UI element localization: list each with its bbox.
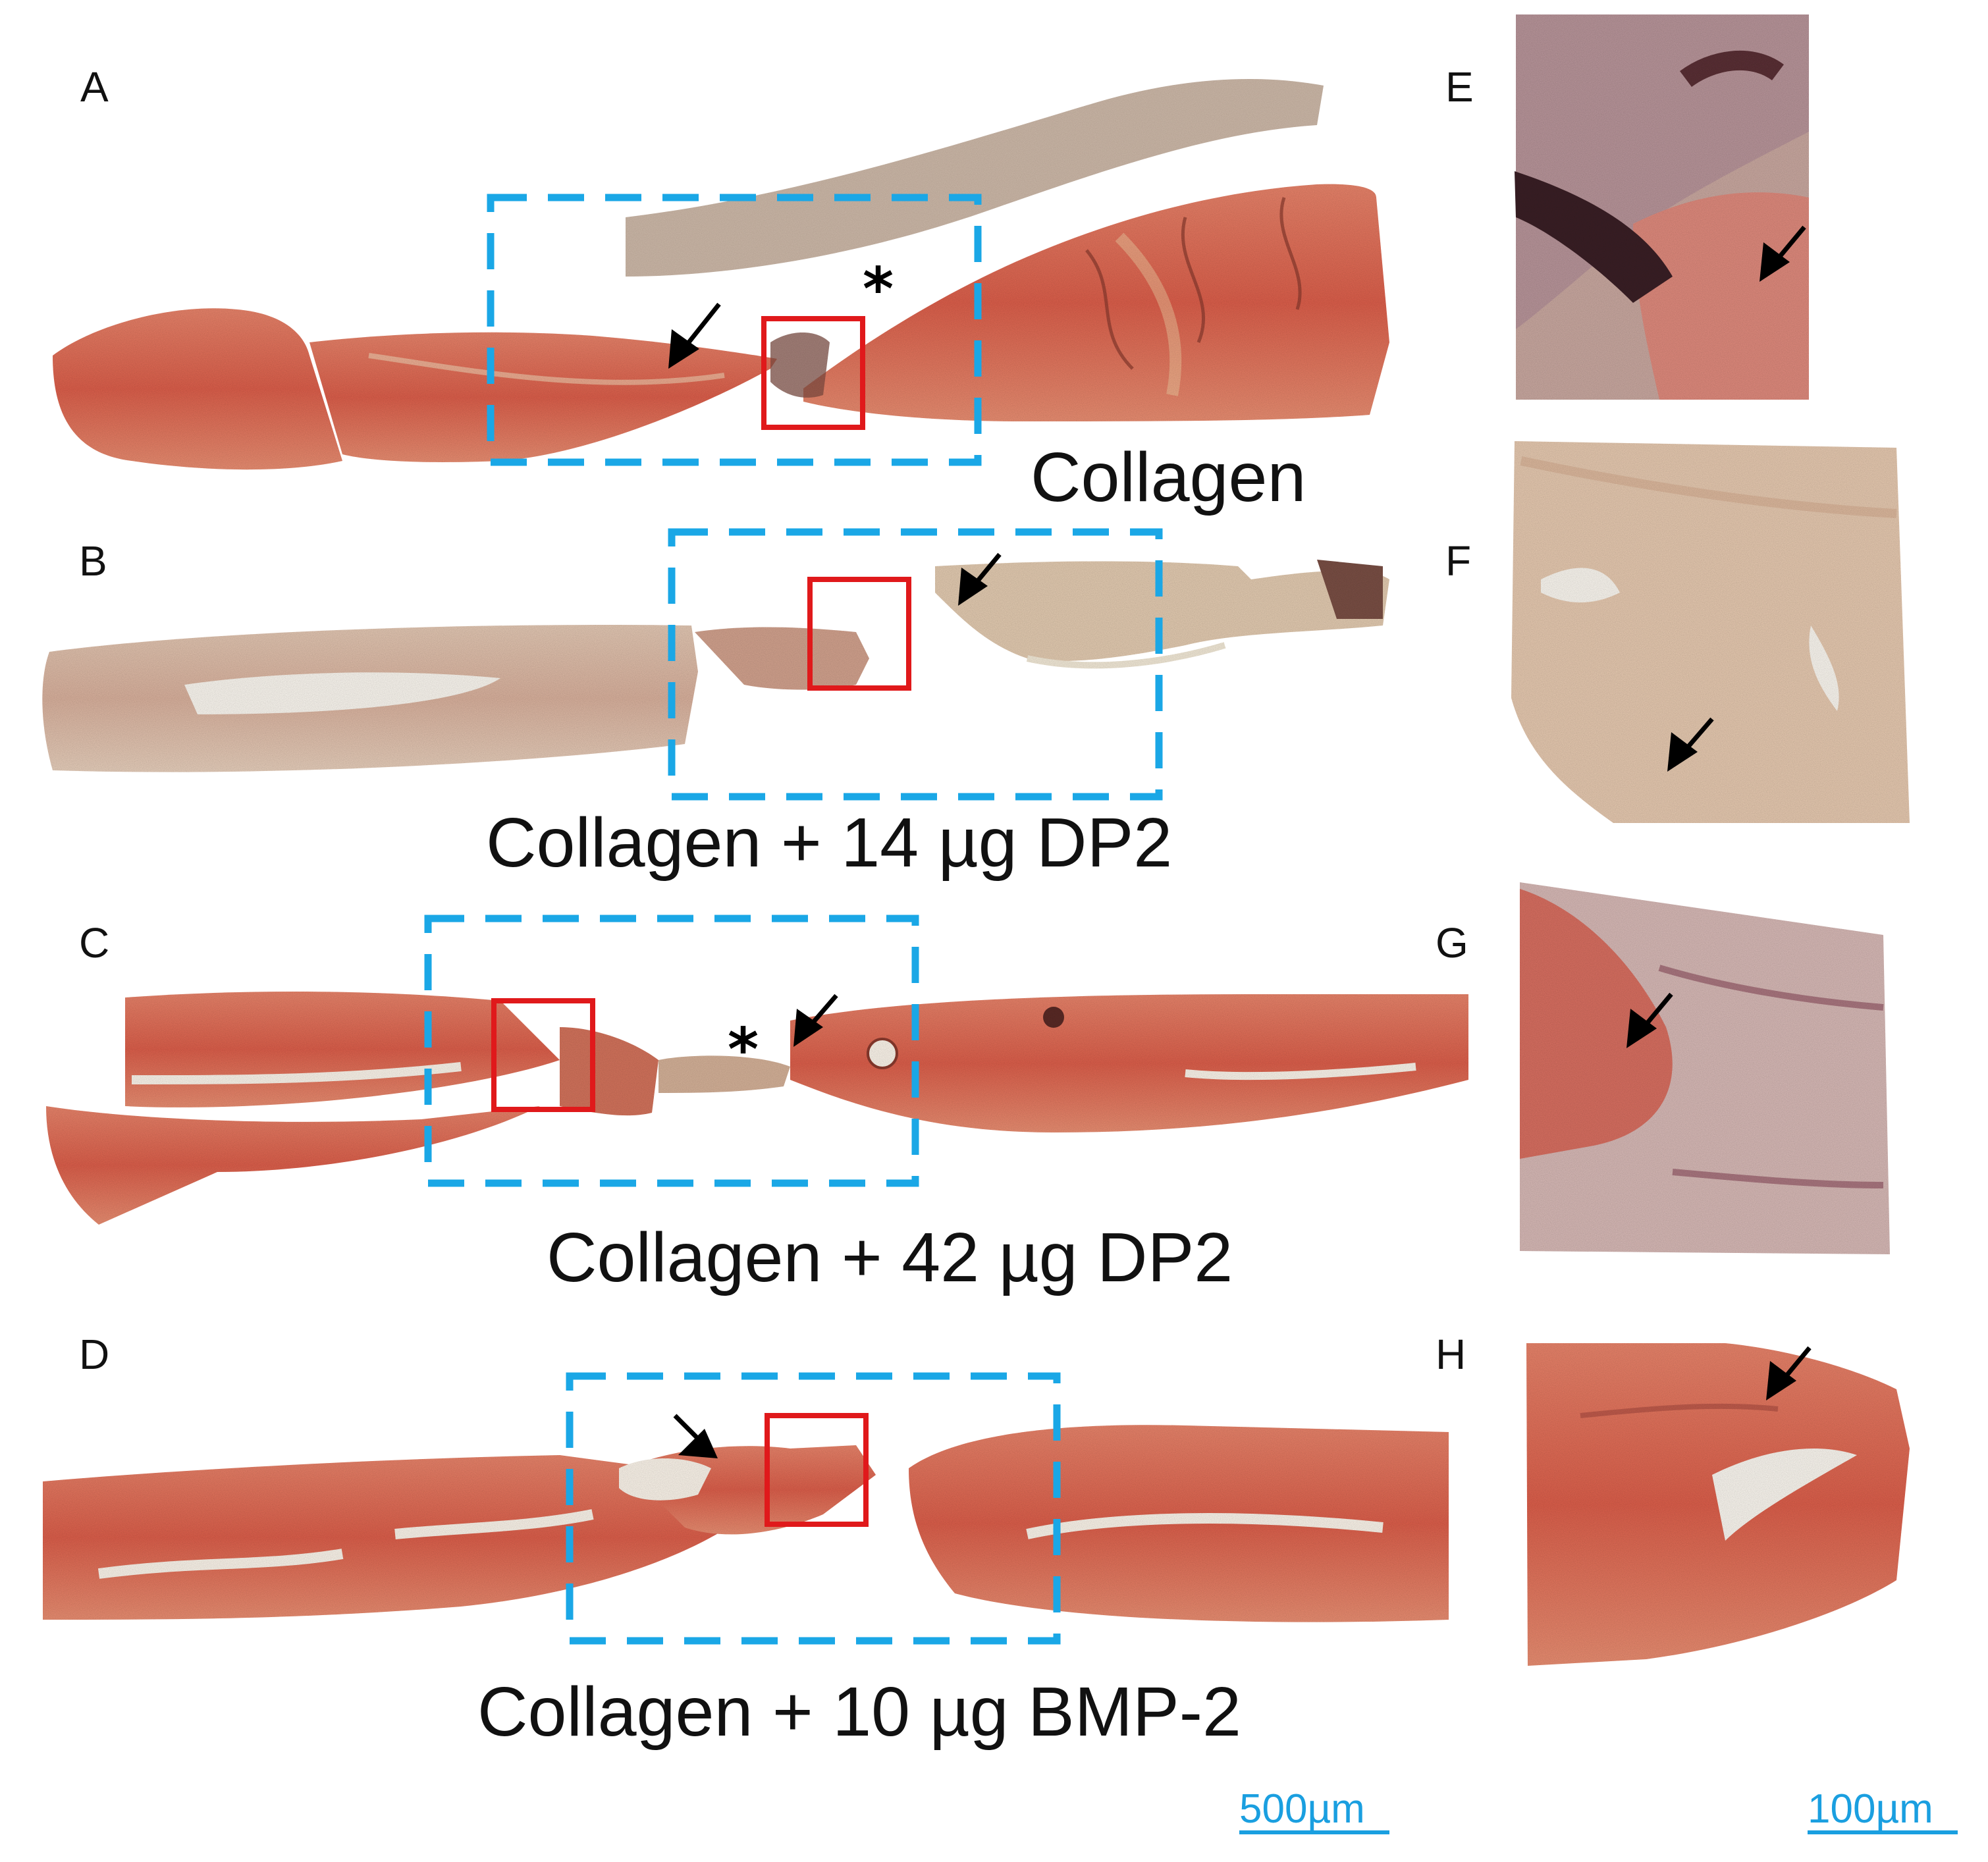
black-arrow-icon: [668, 302, 721, 369]
asterisk-marker: *: [728, 1015, 759, 1084]
scalebar-main-label: 500µm: [1239, 1786, 1365, 1832]
scalebar-inset-line: [1808, 1830, 1958, 1834]
panel-c-section: [46, 991, 1468, 1225]
panel-label-d: D: [79, 1331, 110, 1378]
panel-label-h: H: [1436, 1331, 1466, 1378]
scalebar-inset-label: 100µm: [1808, 1786, 1933, 1832]
roi-box-b: [668, 528, 1163, 801]
panel-b-section: [42, 560, 1389, 772]
roi-box-d: [566, 1372, 1061, 1645]
asterisk-marker: *: [863, 255, 894, 324]
caption-a: Collagen: [1031, 439, 1306, 516]
caption-d: Collagen + 10 µg BMP-2: [477, 1673, 1241, 1751]
panel-label-a: A: [80, 63, 109, 111]
black-arrow-icon: [1760, 225, 1806, 282]
black-arrow-icon: [793, 994, 838, 1047]
inset-f: [1511, 441, 1910, 823]
black-arrow-icon: [958, 552, 1002, 606]
detail-box-b: [807, 577, 911, 691]
inset-h: [1526, 1343, 1910, 1666]
caption-b: Collagen + 14 µg DP2: [486, 804, 1173, 882]
black-arrow-icon: [1766, 1346, 1812, 1400]
panel-a-section: [53, 79, 1389, 470]
black-arrow-icon: [673, 1414, 718, 1458]
roi-box-a: [487, 194, 982, 466]
detail-box-d: [765, 1413, 869, 1527]
black-arrow-icon: [1667, 717, 1714, 772]
detail-box-c: [491, 998, 595, 1112]
panel-label-g: G: [1436, 919, 1468, 967]
roi-box-c: [424, 915, 919, 1187]
inset-g: [1520, 882, 1890, 1254]
black-arrow-icon: [1626, 992, 1673, 1048]
panel-label-c: C: [79, 919, 110, 967]
inset-e: [1515, 14, 1809, 400]
panel-label-e: E: [1445, 63, 1474, 111]
caption-c: Collagen + 42 µg DP2: [547, 1219, 1233, 1296]
detail-box-a: [761, 316, 865, 430]
panel-label-b: B: [79, 537, 107, 585]
scalebar-main-line: [1239, 1830, 1389, 1834]
panel-d-section: [43, 1425, 1449, 1622]
panel-label-f: F: [1445, 537, 1472, 585]
